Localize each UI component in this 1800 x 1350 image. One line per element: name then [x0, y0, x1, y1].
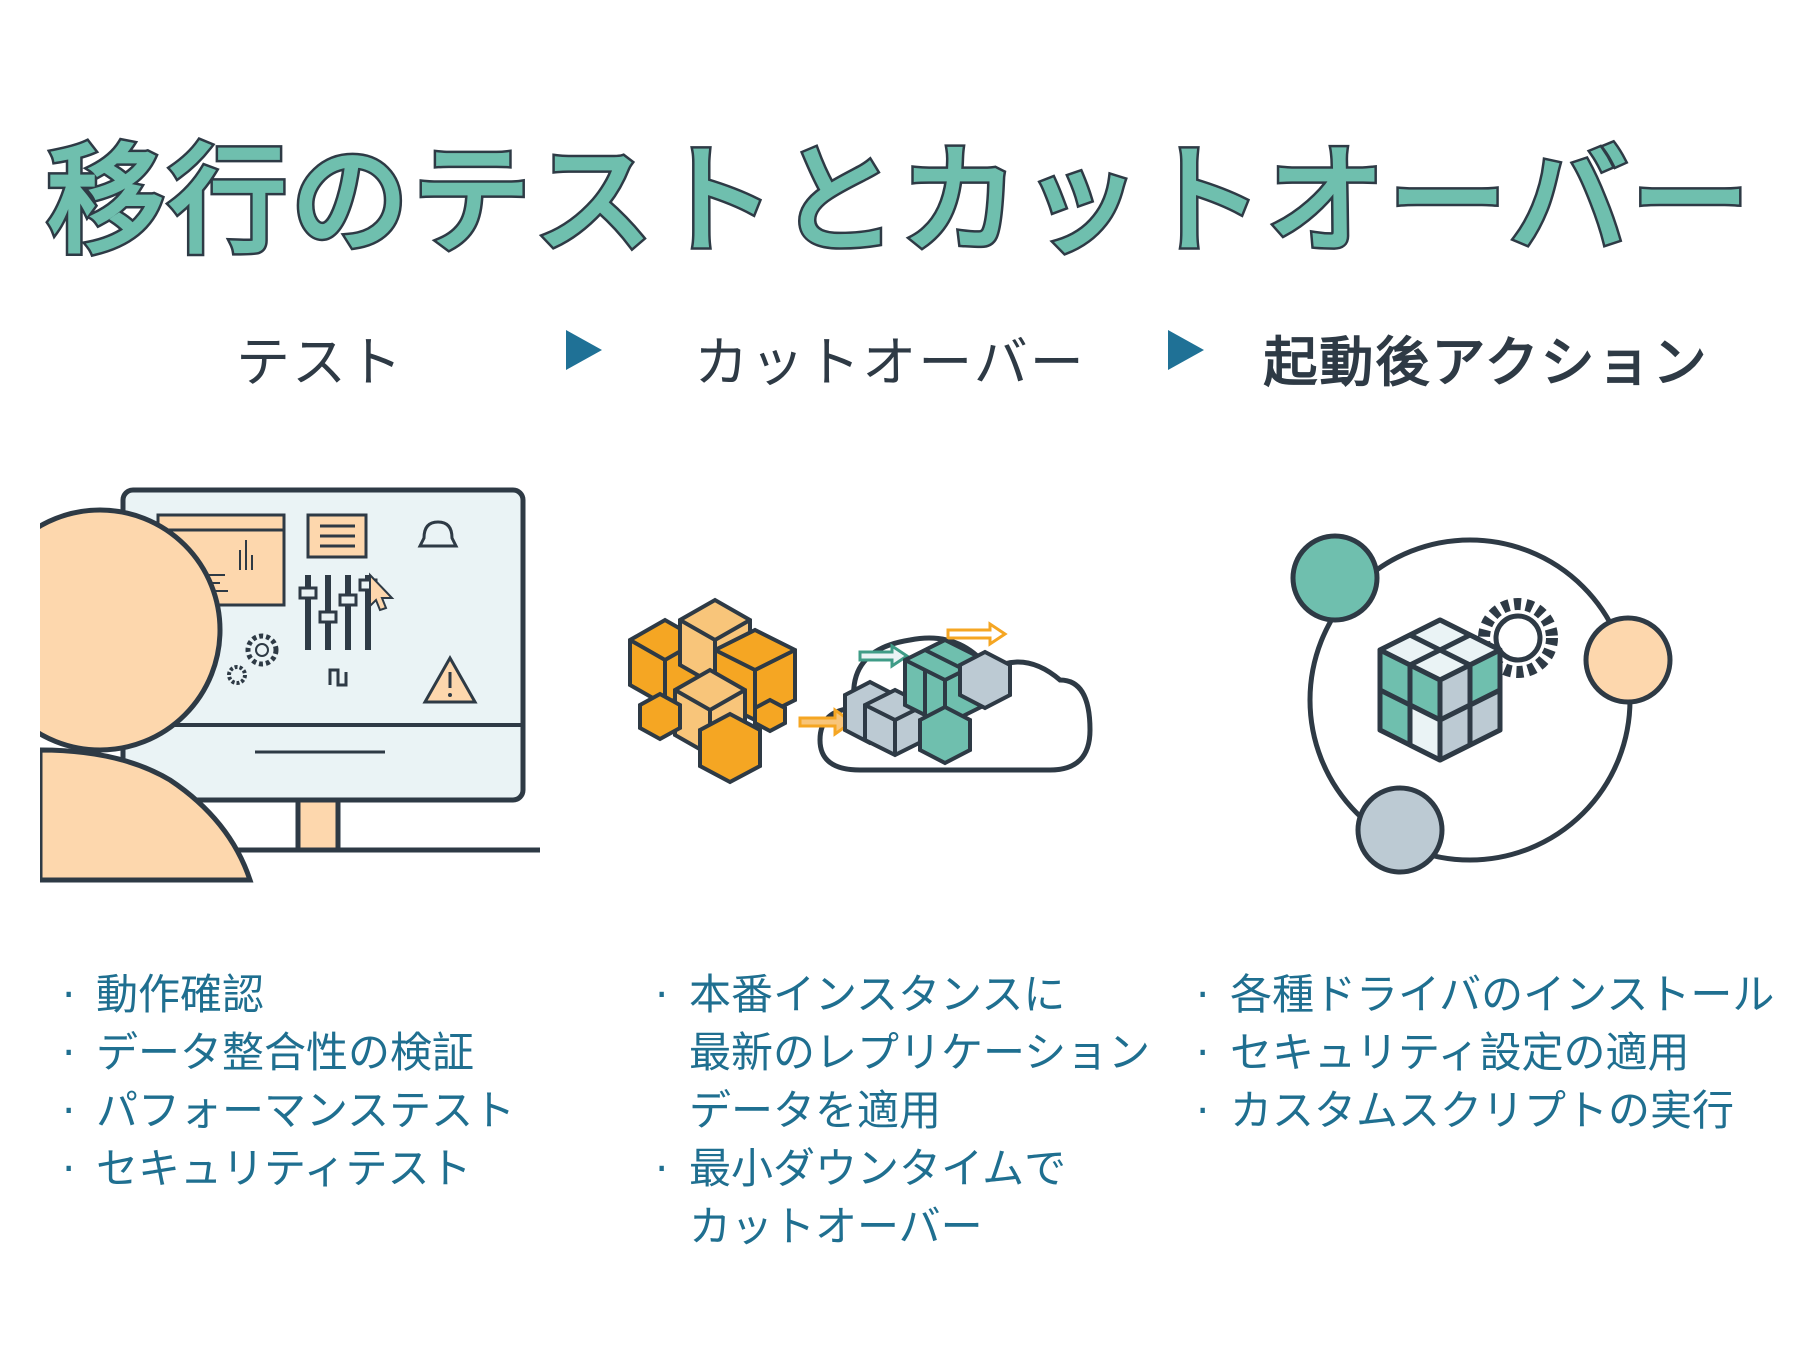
step-arrow-icon	[566, 330, 602, 370]
post-action-illustration	[1290, 533, 1673, 875]
cube-icon	[1377, 617, 1503, 763]
bell-icon	[417, 520, 459, 548]
cursor-icon	[369, 572, 395, 612]
post-action-items-list: 各種ドライバのインストール セキュリティ設定の適用 カスタムスクリプトの実行	[1196, 966, 1774, 1140]
step-post-action-label: 起動後アクション	[1263, 331, 1709, 394]
list-item: 動作確認	[62, 966, 515, 1024]
list-item-continued: 最新のレプリケーション	[689, 1028, 1151, 1077]
person-icon	[30, 480, 254, 890]
list-item: 本番インスタンスに	[655, 966, 1150, 1024]
gear-icon	[245, 633, 279, 667]
list-item-continued: カットオーバー	[689, 1202, 983, 1251]
list-item: データ整合性の検証	[62, 1024, 515, 1082]
testing-illustration	[30, 480, 540, 890]
step-test-label: テスト	[236, 331, 404, 394]
gear-icon	[1478, 598, 1558, 678]
step-cutover-label: カットオーバー	[694, 331, 1086, 394]
arrow-icon	[798, 621, 1008, 737]
list-item: パフォーマンステスト	[62, 1082, 515, 1140]
cutover-illustration	[628, 597, 1093, 785]
cube-icon	[628, 597, 797, 785]
list-item: セキュリティテスト	[62, 1140, 515, 1198]
page-title: 移行のテストとカットオーバー	[44, 130, 1754, 273]
test-items-list: 動作確認 データ整合性の検証 パフォーマンステスト セキュリティテスト	[62, 966, 515, 1198]
list-item-continued: データを適用	[689, 1086, 942, 1135]
step-arrow-icon	[1168, 330, 1204, 370]
list-item: カスタムスクリプトの実行	[1196, 1082, 1774, 1140]
list-item: セキュリティ設定の適用	[1196, 1024, 1774, 1082]
cutover-items-list: 本番インスタンスに 最新のレプリケーション データを適用 最小ダウンタイムで カ…	[655, 966, 1150, 1256]
list-item: 最小ダウンタイムで	[655, 1140, 1150, 1198]
list-item: 各種ドライバのインストール	[1196, 966, 1774, 1024]
